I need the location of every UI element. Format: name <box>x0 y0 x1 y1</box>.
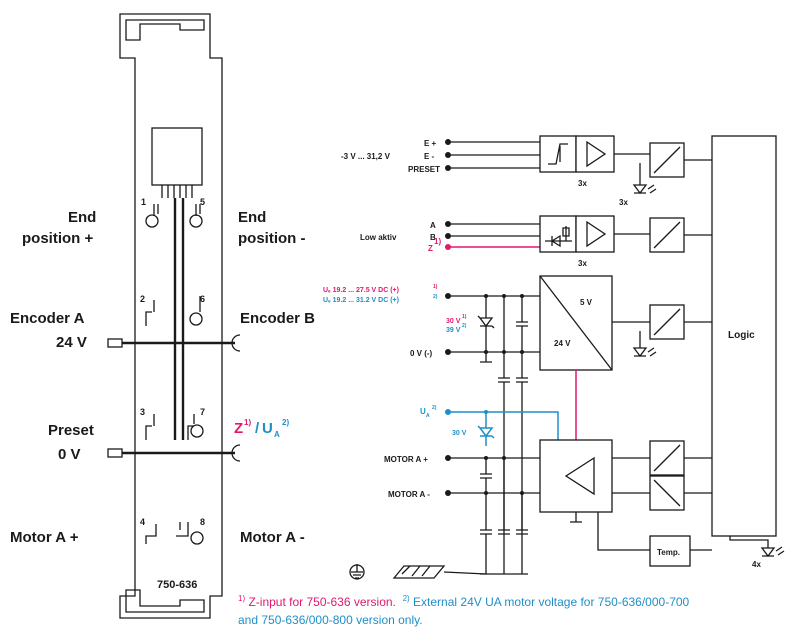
module-model: 750-636 <box>157 579 197 591</box>
input2-z-sup: 1) <box>434 237 441 246</box>
terminal-number-5: 5 <box>200 197 205 207</box>
motor-ua-sub: A <box>426 413 430 419</box>
label-24v: 24 V <box>56 334 87 351</box>
input2-multiplier: 3x <box>578 259 587 268</box>
terminal-number-1: 1 <box>141 197 146 207</box>
terminal-8 <box>176 522 204 545</box>
end-position-plus-line1: End <box>68 209 96 226</box>
label-motor-a-minus: Motor A - <box>240 529 305 546</box>
terminal-1 <box>145 204 159 228</box>
input1-e-minus: E - <box>424 152 435 161</box>
motor-a-minus: MOTOR A - <box>388 490 430 499</box>
bus-24v <box>107 334 241 352</box>
terminal-7 <box>187 414 204 440</box>
input1-range: -3 V ... 31,2 V <box>341 152 391 161</box>
label-0v: 0 V <box>58 446 81 463</box>
svg-text:1): 1) <box>244 418 251 427</box>
supply-ue-1-sup: 1) <box>433 284 438 290</box>
terminal-2 <box>145 300 155 326</box>
motor-ua-sup: 2) <box>432 405 437 411</box>
module-housing <box>119 13 223 619</box>
input2-a: A <box>430 221 436 230</box>
footnote-2-text-a: External 24V UA motor voltage for 750-63… <box>413 595 690 609</box>
zener-30v: 30 V <box>446 318 461 325</box>
motor-section <box>445 409 785 575</box>
logic-label: Logic <box>728 330 755 341</box>
input1-multiplier: 3x <box>578 179 587 188</box>
led-block <box>151 127 203 440</box>
supply-ue-2: Uₑ 19.2 ... 31.2 V DC (+) <box>323 297 399 304</box>
terminal-number-8: 8 <box>200 517 205 527</box>
end-position-plus-line2: position + <box>22 230 93 247</box>
input2-z: Z <box>428 244 433 253</box>
svg-text:A: A <box>274 430 280 439</box>
svg-text:2): 2) <box>282 418 289 427</box>
svg-text:/: / <box>255 420 260 437</box>
terminal-3 <box>145 414 155 440</box>
terminal-number-2: 2 <box>140 294 145 304</box>
svg-text:Z: Z <box>234 420 243 437</box>
supply-ue-1: Uₑ 19.2 ... 27.5 V DC (+) <box>323 287 399 294</box>
supply-section <box>445 275 712 574</box>
motor-ua: U <box>420 407 426 416</box>
label-encoder-b: Encoder B <box>240 310 315 327</box>
bus-0v <box>107 444 241 462</box>
motor-a-plus: MOTOR A + <box>384 455 428 464</box>
zener-39v-sup: 2) <box>462 323 467 329</box>
ground-icon <box>349 564 365 580</box>
end-position-minus-line1: End <box>238 209 266 226</box>
footnote-1-text: Z-input for 750-636 version. <box>248 595 396 609</box>
terminal-4 <box>145 524 157 544</box>
terminal-6 <box>189 296 203 326</box>
svg-text:U: U <box>262 420 273 437</box>
logic-block <box>711 135 777 537</box>
footnote-2-text-b: and 750-636/000-800 version only. <box>238 613 423 627</box>
input2-b: B <box>430 233 436 242</box>
terminal-number-7: 7 <box>200 407 205 417</box>
input2-label: Low aktiv <box>360 233 397 242</box>
converter-5v: 5 V <box>580 298 593 307</box>
label-z-ua: Z 1) / U A 2) <box>234 418 289 439</box>
zener-30v-sup: 1) <box>462 314 467 320</box>
input-group-1 <box>445 135 712 195</box>
input1-e-plus: E + <box>424 139 437 148</box>
footnote-2-mark: 2) <box>402 594 410 603</box>
supply-ue-2-sup: 2) <box>433 294 438 300</box>
temp-label: Temp. <box>657 548 680 557</box>
label-preset: Preset <box>48 422 94 439</box>
footnotes: 1) Z-input for 750-636 version. 2) Exter… <box>238 590 794 629</box>
end-position-minus-line2: position - <box>238 230 306 247</box>
supply-gnd: 0 V (-) <box>410 349 433 358</box>
motor-zener: 30 V <box>452 430 467 437</box>
converter-24v: 24 V <box>554 339 571 348</box>
label-encoder-a: Encoder A <box>10 310 85 327</box>
opto-multiplier: 3x <box>619 198 628 207</box>
input1-preset: PRESET <box>408 165 440 174</box>
terminal-number-4: 4 <box>140 517 145 527</box>
footnote-1-mark: 1) <box>238 594 246 603</box>
input-group-2 <box>445 215 712 253</box>
label-motor-a-plus: Motor A + <box>10 529 79 546</box>
zener-39v: 39 V <box>446 327 461 334</box>
terminal-number-3: 3 <box>140 407 145 417</box>
din-rail-icon <box>392 565 487 579</box>
led-multiplier: 4x <box>752 560 761 569</box>
terminal-number-6: 6 <box>200 294 205 304</box>
terminal-5 <box>189 204 203 228</box>
